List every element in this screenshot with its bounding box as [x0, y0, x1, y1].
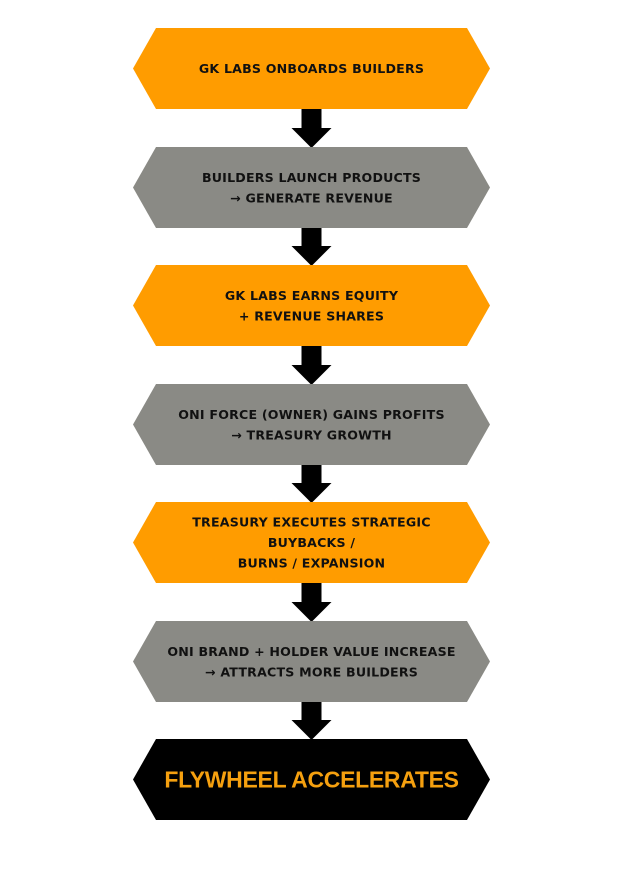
- step-label: → ATTRACTS MORE BUILDERS: [205, 664, 418, 679]
- steps-layer: GK LABS ONBOARDS BUILDERS BUILDERS LAUNCH…: [133, 28, 490, 820]
- step-label: → GENERATE REVENUE: [230, 190, 393, 205]
- step-equity: GK LABS EARNS EQUITY + REVENUE SHARES: [133, 265, 490, 346]
- step-shape: [133, 265, 490, 346]
- arrow-down-icon: [291, 464, 332, 503]
- step-label: → TREASURY GROWTH: [231, 427, 392, 442]
- step-shape: [133, 147, 490, 228]
- step-profits: ONI FORCE (OWNER) GAINS PROFITS → TREASUR…: [133, 384, 490, 465]
- step-shape: [133, 739, 490, 820]
- step-shape: [133, 621, 490, 702]
- step-label: BUILDERS LAUNCH PRODUCTS: [202, 170, 421, 185]
- step-label: FLYWHEEL ACCELERATES: [164, 767, 458, 793]
- arrow-down-icon: [291, 227, 332, 266]
- step-label: ONI BRAND + HOLDER VALUE INCREASE: [167, 644, 455, 659]
- step-label: BUYBACKS /: [268, 535, 356, 550]
- step-label: ONI FORCE (OWNER) GAINS PROFITS: [178, 407, 444, 422]
- step-shape: [133, 384, 490, 465]
- arrows-layer: [291, 108, 332, 740]
- arrow-down-icon: [291, 582, 332, 622]
- step-label: GK LABS EARNS EQUITY: [225, 288, 399, 303]
- step-treasury: TREASURY EXECUTES STRATEGIC BUYBACKS / BUR…: [133, 502, 490, 583]
- step-flywheel: FLYWHEEL ACCELERATES: [133, 739, 490, 820]
- arrow-down-icon: [291, 345, 332, 385]
- arrow-down-icon: [291, 108, 332, 148]
- step-label: TREASURY EXECUTES STRATEGIC: [192, 515, 430, 530]
- step-launch: BUILDERS LAUNCH PRODUCTS → GENERATE REVEN…: [133, 147, 490, 228]
- step-onboard: GK LABS ONBOARDS BUILDERS: [133, 28, 490, 109]
- step-label: GK LABS ONBOARDS BUILDERS: [199, 61, 424, 76]
- step-shape: [133, 502, 490, 583]
- step-value: ONI BRAND + HOLDER VALUE INCREASE → ATTRA…: [133, 621, 490, 702]
- step-label: BURNS / EXPANSION: [238, 556, 386, 571]
- step-shape: [133, 28, 490, 109]
- arrow-down-icon: [291, 701, 332, 740]
- step-label: + REVENUE SHARES: [239, 308, 384, 323]
